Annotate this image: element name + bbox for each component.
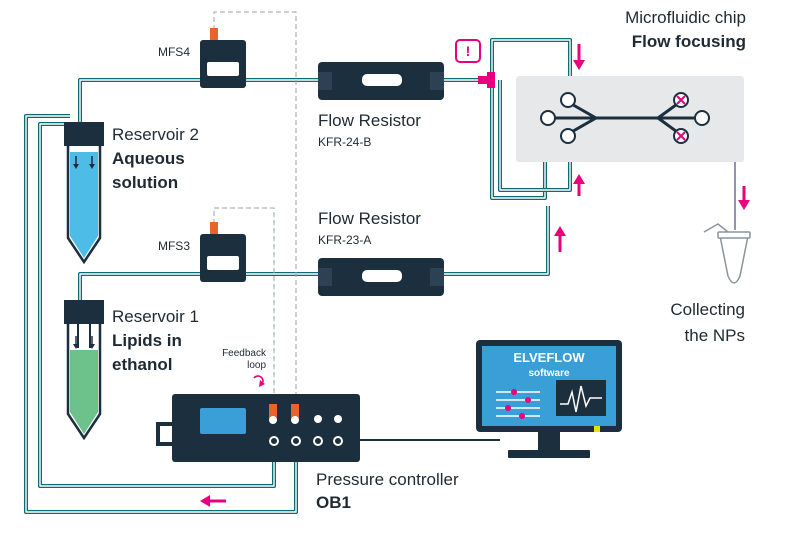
flow-arrow-icon bbox=[573, 44, 585, 70]
flow-resistor-bottom bbox=[318, 258, 444, 296]
reservoir1-line1: Lipids in bbox=[112, 331, 182, 350]
feedback-wires bbox=[213, 11, 297, 404]
reservoir1-line2: ethanol bbox=[112, 355, 172, 374]
flow-resistor-top bbox=[318, 62, 444, 100]
labels: Microfluidic chip Flow focusing MFS4 MFS… bbox=[112, 8, 746, 512]
slider-lines bbox=[496, 391, 540, 417]
flow-arrow-icon bbox=[738, 186, 750, 210]
tee-connector bbox=[478, 72, 495, 88]
collect-line2: the NPs bbox=[685, 326, 745, 345]
chart-icon bbox=[560, 385, 602, 413]
flow-sensor-mfs3 bbox=[200, 222, 246, 282]
reservoir-1 bbox=[64, 300, 104, 441]
flow-arrow-icon bbox=[200, 495, 226, 507]
tube-pressure-lines bbox=[24, 114, 298, 514]
feedback-line2: loop bbox=[247, 360, 266, 371]
chip-title: Microfluidic chip bbox=[625, 8, 746, 27]
chip-ports bbox=[540, 92, 710, 144]
tube-lipid-line bbox=[78, 206, 550, 305]
warning-icon: ! bbox=[455, 39, 481, 63]
computer-monitor bbox=[476, 340, 622, 458]
monitor-sub: software bbox=[528, 368, 570, 379]
reservoir-2 bbox=[64, 122, 104, 265]
microfluidic-chip bbox=[516, 76, 744, 162]
controller-model: OB1 bbox=[316, 493, 351, 512]
collect-line1: Collecting bbox=[670, 300, 745, 319]
resistor-top-model: KFR-24-B bbox=[318, 135, 371, 149]
reservoir2-line1: Aqueous bbox=[112, 149, 185, 168]
reservoir2-line2: solution bbox=[112, 173, 178, 192]
warning-glyph: ! bbox=[466, 43, 471, 59]
mfs3-label: MFS3 bbox=[158, 239, 190, 253]
flow-arrow-icon bbox=[554, 226, 566, 252]
flow-arrow-icon bbox=[573, 174, 585, 196]
flow-arrow-icons bbox=[200, 44, 750, 507]
controller-title: Pressure controller bbox=[316, 470, 459, 489]
resistor-bottom-title: Flow Resistor bbox=[318, 209, 421, 228]
blocked-ports bbox=[673, 92, 689, 144]
tube-icon bbox=[703, 223, 751, 284]
mfs4-label: MFS4 bbox=[158, 45, 190, 59]
monitor-brand: ELVEFLOW bbox=[513, 350, 585, 365]
reservoir1-title: Reservoir 1 bbox=[112, 307, 199, 326]
chip-channels bbox=[548, 100, 704, 136]
chip-subtitle: Flow focusing bbox=[632, 32, 746, 51]
pressure-controller bbox=[156, 394, 360, 462]
feedback-line1: Feedback bbox=[222, 348, 267, 359]
reservoir2-title: Reservoir 2 bbox=[112, 125, 199, 144]
resistor-bottom-model: KFR-23-A bbox=[318, 233, 371, 247]
tubing bbox=[24, 11, 736, 514]
flow-sensor-mfs4 bbox=[200, 28, 246, 88]
recycle-loop-icon bbox=[253, 375, 265, 387]
controller-ports bbox=[269, 404, 343, 446]
resistor-top-title: Flow Resistor bbox=[318, 111, 421, 130]
